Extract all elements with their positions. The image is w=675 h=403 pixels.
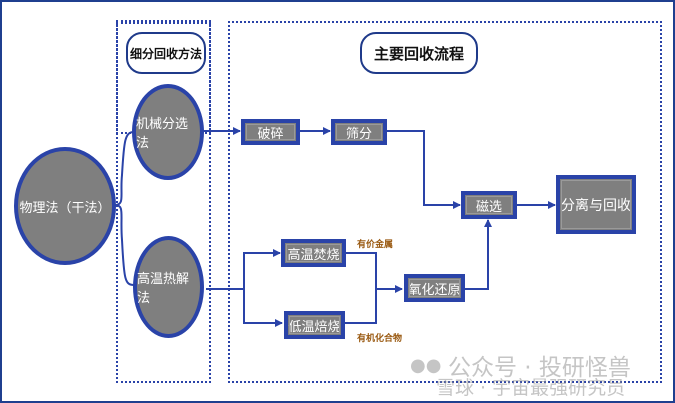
watermark-line2: 雪球 · 宇宙最强研究员 <box>436 377 626 399</box>
connector-root-mechanical <box>114 131 135 206</box>
note-organic: 有机化合物 <box>357 334 403 344</box>
step-high-temp: 高温焚烧 <box>281 239 346 267</box>
methods-section-lower <box>116 22 211 383</box>
method-mechanical: 机械分选法 <box>132 84 204 180</box>
arrow-to-low-temp <box>243 289 283 327</box>
watermark-wechat-icon: ●● <box>410 355 442 376</box>
note-valent-metal: 有价金属 <box>357 240 394 250</box>
step-magnetic: 磁选 <box>461 191 517 219</box>
connector-root-pyrolysis <box>114 204 135 286</box>
process-section <box>228 21 662 383</box>
arrow-to-magnetic <box>387 130 461 209</box>
step-separate: 分离与回收 <box>556 175 636 234</box>
connector-high-temp-out <box>344 252 377 324</box>
watermark-line1: 公众号 · 投研怪兽 <box>448 355 631 381</box>
methods-title: 细分回收方法 <box>126 32 206 74</box>
step-redox: 氧化还原 <box>404 274 465 302</box>
arrow-to-high-temp <box>243 249 281 289</box>
step-crush: 破碎 <box>241 119 300 145</box>
root-node: 物理法（干法） <box>14 147 116 265</box>
method-pyrolysis: 高温热解法 <box>133 236 204 338</box>
process-title: 主要回收流程 <box>360 32 478 74</box>
arrow-redox-to-magnetic <box>465 219 492 290</box>
step-sieve: 筛分 <box>331 119 387 145</box>
step-low-temp: 低温焙烧 <box>284 311 345 339</box>
